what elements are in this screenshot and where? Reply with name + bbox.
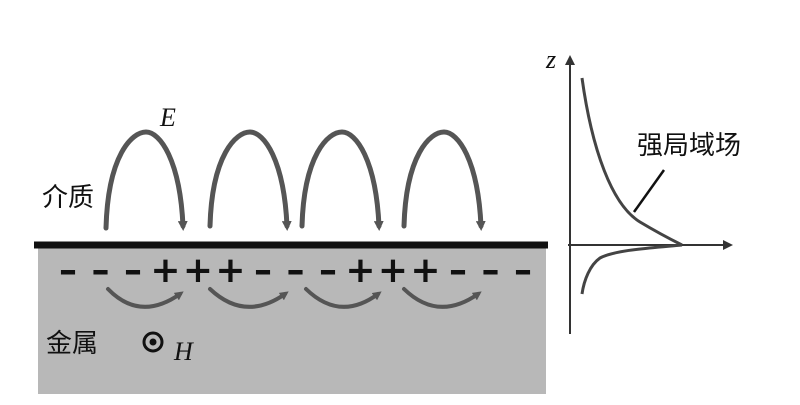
negative-charge: – (92, 250, 110, 291)
e-field-arc-3 (299, 129, 384, 231)
e-field-label: E (159, 103, 176, 132)
local-field-pointer (632, 169, 666, 213)
negative-charge: – (449, 250, 467, 291)
metal-label: 金属 (46, 329, 98, 359)
negative-charge: – (254, 250, 272, 291)
field-decay-curve-metal (580, 243, 683, 295)
dielectric-label: 介质 (42, 183, 94, 213)
h-field-label: H (173, 337, 194, 366)
negative-charge: – (319, 250, 337, 291)
e-field-arc-4 (401, 129, 486, 231)
current-arc-2 (208, 287, 289, 309)
e-field-arc-2 (207, 129, 292, 231)
negative-charge: – (514, 250, 532, 291)
field-decay-curve-dielectric (580, 77, 683, 247)
e-field-arc-1 (103, 129, 188, 231)
out-of-plane-dot-icon (142, 331, 164, 353)
current-arc-1 (106, 287, 184, 309)
positive-charge: + (150, 250, 180, 291)
negative-charge: – (482, 250, 500, 291)
z-axis-label: z (545, 45, 556, 74)
induced-current-lines (106, 287, 482, 309)
surface-charges: –––+++–––+++––– (59, 250, 532, 291)
positive-charge: + (183, 250, 213, 291)
positive-charge: + (345, 250, 375, 291)
current-arc-4 (402, 287, 482, 309)
positive-charge: + (410, 250, 440, 291)
metal-region (38, 246, 546, 394)
e-field-lines (103, 129, 486, 231)
field-distribution-plot: z 强局域场 (545, 45, 741, 334)
current-arc-3 (304, 287, 382, 309)
negative-charge: – (124, 250, 142, 291)
local-field-label: 强局域场 (637, 131, 741, 161)
negative-charge: – (59, 250, 77, 291)
positive-charge: + (378, 250, 408, 291)
negative-charge: – (287, 250, 305, 291)
positive-charge: + (215, 250, 245, 291)
